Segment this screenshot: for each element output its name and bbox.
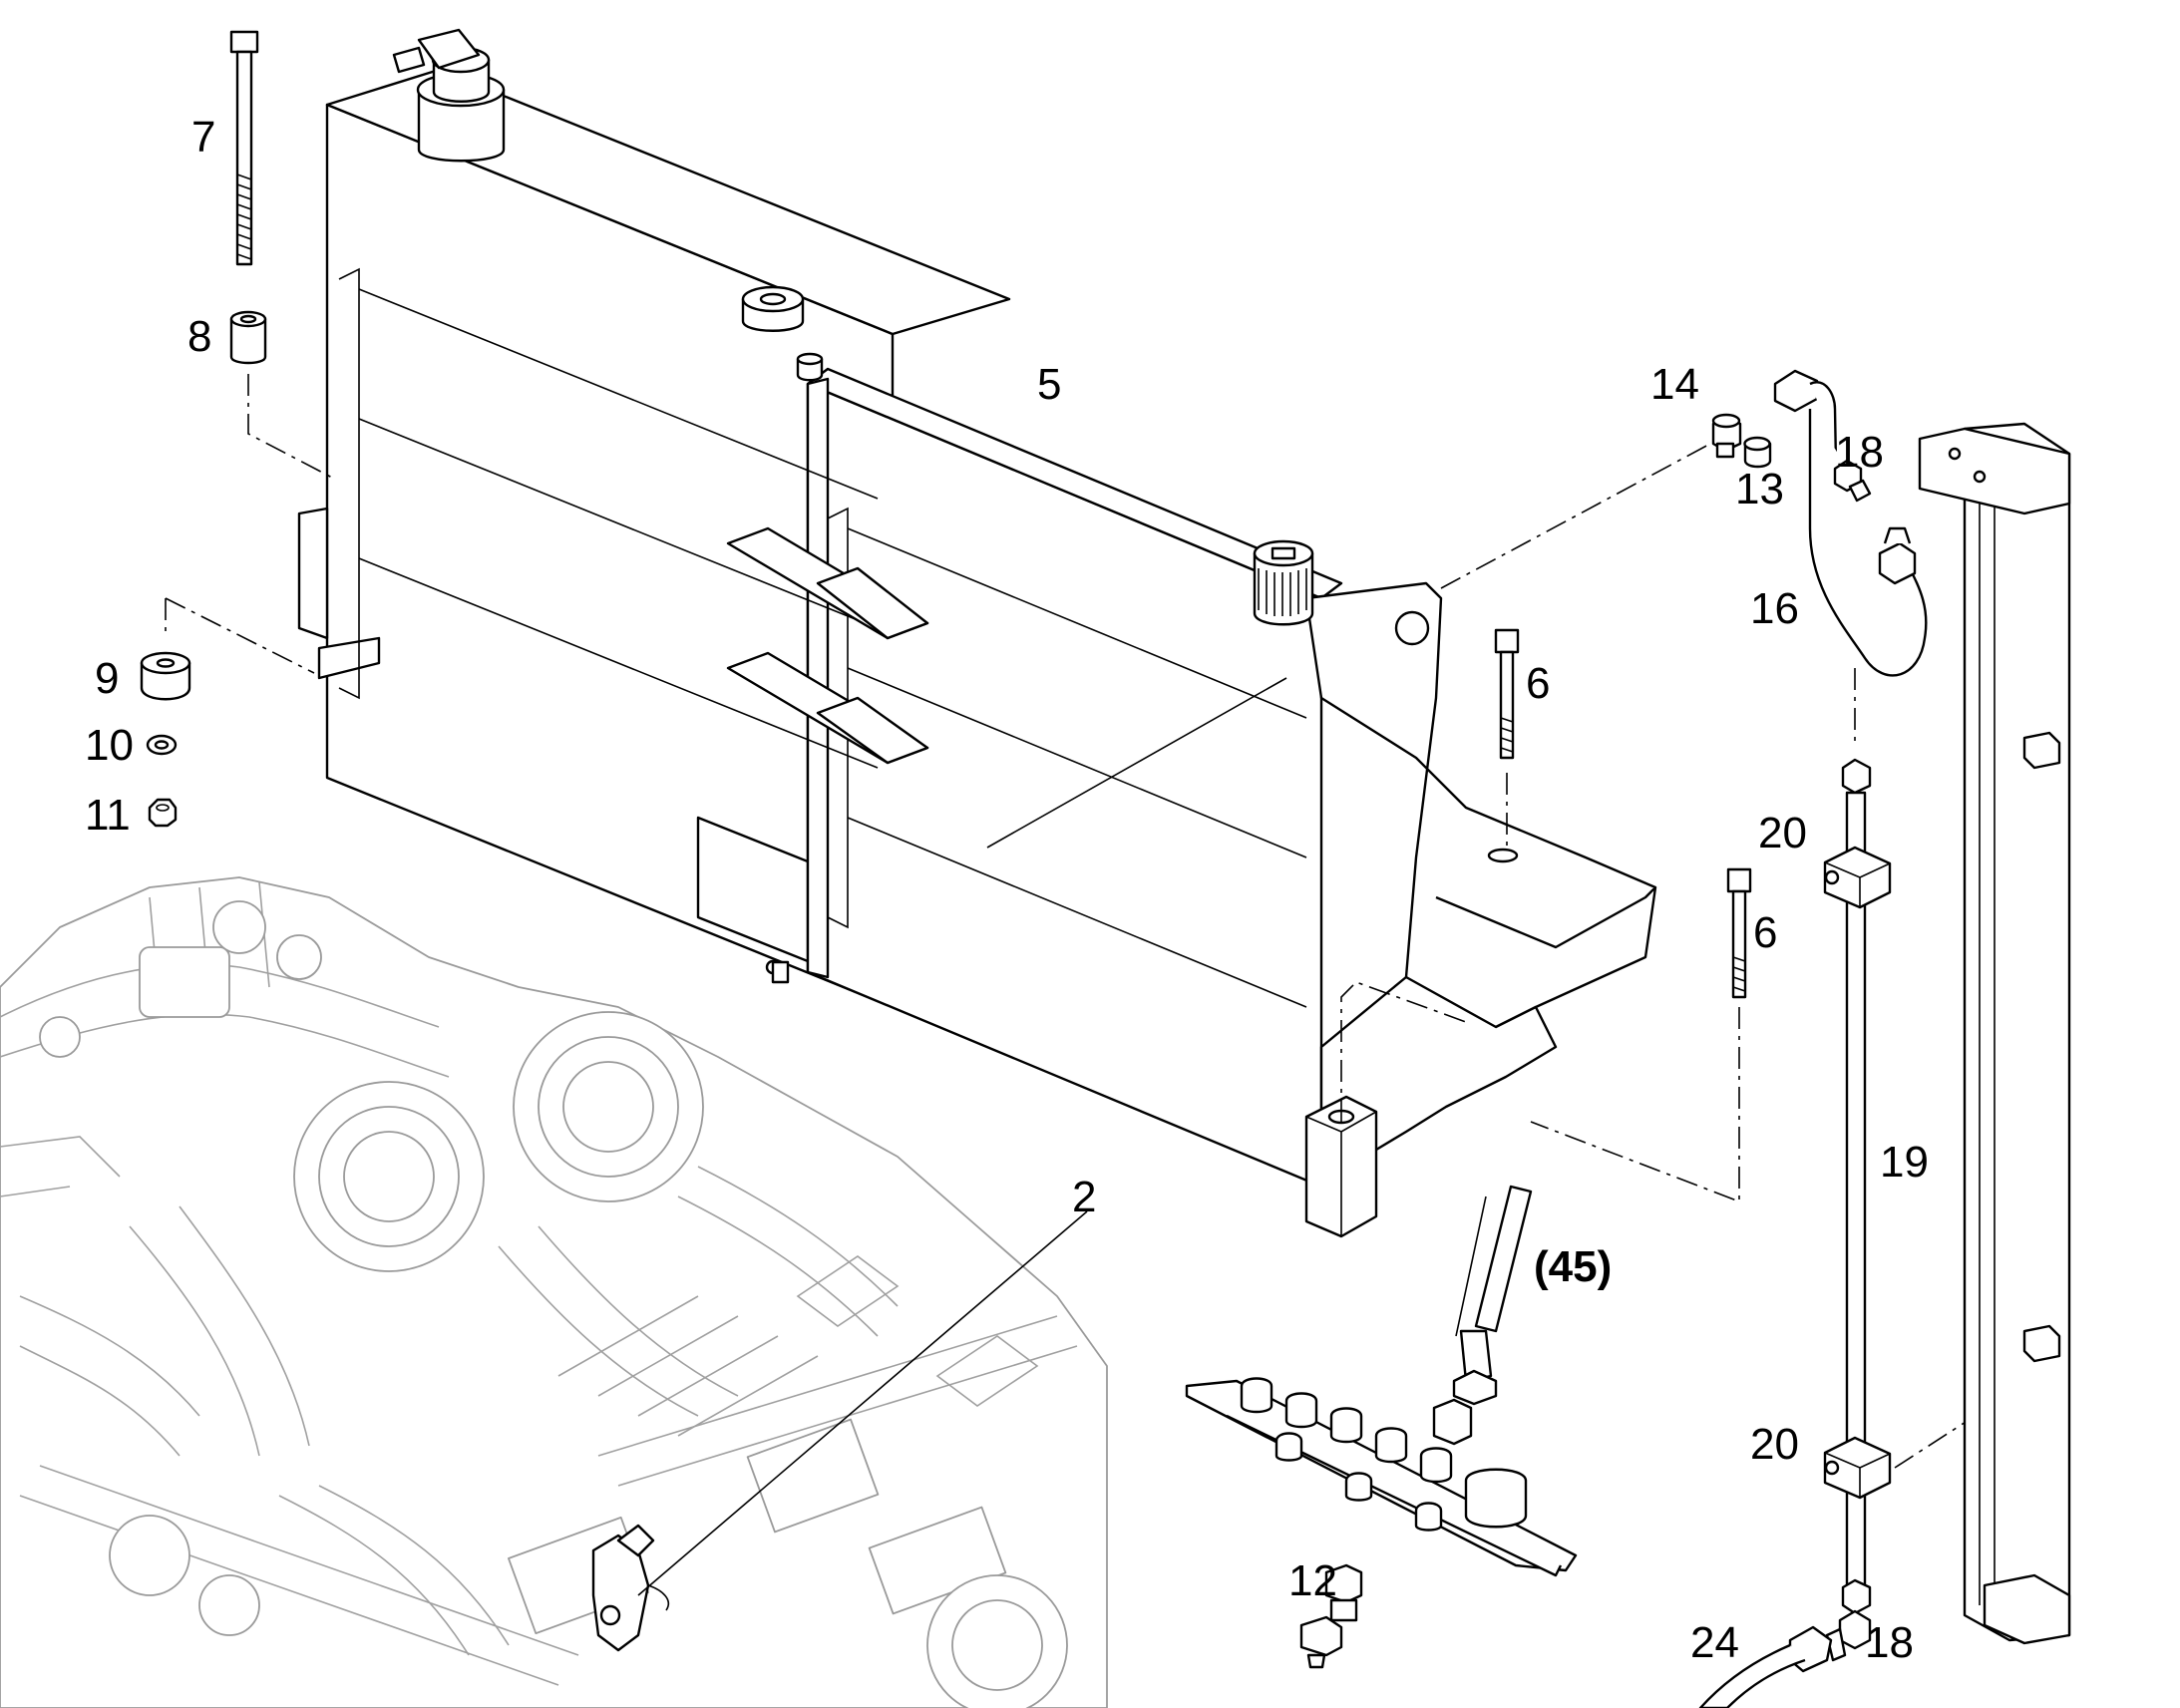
callout-24: 24 (1690, 1618, 1739, 1667)
callout-5: 5 (1037, 360, 1061, 409)
callout-45: (45) (1534, 1242, 1612, 1291)
washer-part-10 (146, 734, 178, 756)
top-fitting (741, 285, 824, 382)
pressure-cap-front (1253, 539, 1314, 626)
callout-14: 14 (1650, 360, 1699, 409)
hose-part-24 (1698, 1625, 1833, 1708)
plug-part-13 (1743, 436, 1772, 469)
clamp-part-20-upper (1823, 846, 1892, 909)
filler-cap-rear (392, 28, 506, 163)
hose-ref-45 (1432, 1185, 1533, 1446)
assembly-line-bolt6-lower (1340, 981, 1740, 1203)
callout-13: 13 (1735, 465, 1784, 513)
callout-19: 19 (1880, 1138, 1929, 1187)
callout-16: 16 (1750, 584, 1799, 633)
rubber-mount-part-9 (140, 651, 191, 701)
sensor-bracket-part-2 (591, 1524, 670, 1652)
connector-panel (1185, 1377, 1578, 1577)
callout-7: 7 (191, 113, 215, 162)
callout-20-upper: 20 (1758, 809, 1807, 857)
callout-11: 11 (85, 791, 131, 840)
assembly-line-fitting-14 (1440, 443, 1711, 589)
nut-part-11 (148, 798, 178, 828)
sensor-part-12 (1299, 1563, 1363, 1669)
bolt-part-7 (229, 30, 259, 266)
callout-6-upper: 6 (1526, 659, 1550, 708)
elbow-part-18-lower (1825, 1609, 1872, 1662)
assembly-line-left-top (247, 374, 335, 480)
callout-9: 9 (95, 654, 119, 703)
pipe-part-19 (1841, 758, 1872, 1615)
bolt-part-6-lower (1726, 867, 1752, 999)
callout-12: 12 (1288, 1556, 1337, 1605)
callout-2: 2 (1072, 1173, 1096, 1221)
spacer-part-8 (229, 310, 267, 365)
engine-ghost (0, 876, 1108, 1708)
callout-10: 10 (85, 721, 134, 770)
callout-6-lower: 6 (1753, 908, 1777, 957)
bolt-part-6-upper (1494, 628, 1520, 760)
callout-20-lower: 20 (1750, 1420, 1799, 1469)
callout-8: 8 (187, 312, 211, 361)
callout-18-lower: 18 (1865, 1618, 1914, 1667)
expansion-tank-part-5 (297, 28, 1657, 1238)
leader-line-item-2 (637, 1210, 1088, 1596)
elbow-part-18-upper (1833, 459, 1872, 503)
support-channel-bracket (1918, 422, 2071, 1645)
callout-18-upper: 18 (1835, 428, 1884, 477)
fitting-part-14 (1711, 413, 1742, 459)
assembly-line-left-bottom (165, 597, 315, 674)
clamp-part-20-lower (1823, 1436, 1892, 1500)
